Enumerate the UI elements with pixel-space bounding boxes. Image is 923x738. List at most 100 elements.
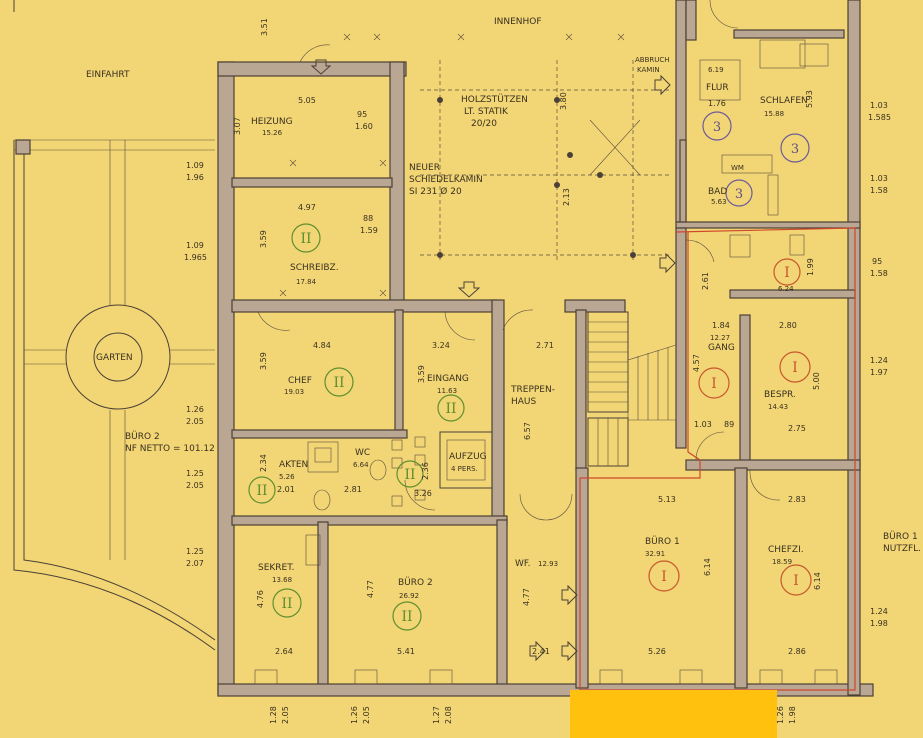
dim-bot-198b: 1.98 bbox=[788, 706, 797, 724]
marker-bad bbox=[725, 179, 753, 207]
marker-sekret-text: II bbox=[281, 596, 292, 612]
dim-88: 88 bbox=[363, 214, 373, 223]
dim-326: 3.26 bbox=[414, 489, 432, 498]
label-lt-statik: LT. STATIK bbox=[464, 107, 509, 117]
dim-bot-127: 1.27 bbox=[432, 706, 441, 724]
dim-380: 3.80 bbox=[559, 92, 568, 110]
label-schiedelkamin: SCHIEDELKAMIN bbox=[409, 175, 483, 185]
dim-457: 4.57 bbox=[692, 354, 701, 372]
dim-497: 4.97 bbox=[298, 203, 316, 212]
label-garten: GARTEN bbox=[96, 353, 133, 363]
room-gang-name: GANG bbox=[708, 343, 735, 353]
room-flur-name: FLUR bbox=[706, 83, 729, 93]
marker-schreibz bbox=[291, 223, 321, 253]
room-wc-area: 6.64 bbox=[353, 461, 369, 469]
dim-505: 5.05 bbox=[298, 96, 316, 105]
marker-buero2 bbox=[392, 601, 422, 631]
dim-right-124b: 1.24 bbox=[870, 607, 888, 616]
dim-614a: 6.14 bbox=[703, 558, 712, 576]
dim-left-207: 2.07 bbox=[186, 559, 204, 568]
label-wm: WM bbox=[731, 164, 744, 172]
room-wc-name: WC bbox=[355, 448, 370, 458]
room-eingang-area: 11.63 bbox=[437, 387, 457, 395]
room-chefzi-name: CHEFZI. bbox=[768, 545, 804, 555]
dim-271: 2.71 bbox=[536, 341, 554, 350]
building-walls bbox=[217, 0, 874, 697]
label-kamin: KAMIN bbox=[637, 66, 660, 74]
label-haus: HAUS bbox=[511, 397, 537, 407]
label-aufzug-pers: 4 PERS. bbox=[451, 465, 478, 473]
room-gang-area: 12.27 bbox=[710, 334, 730, 342]
dim-bot-205a: 2.05 bbox=[281, 706, 290, 724]
marker-buero1-text: I bbox=[661, 569, 667, 585]
dim-left-125a: 1.25 bbox=[186, 469, 204, 478]
dim-234: 2.34 bbox=[259, 454, 268, 472]
room-buero1-area: 32.91 bbox=[645, 550, 665, 558]
room-sekret-area: 13.68 bbox=[272, 576, 292, 584]
dim-right-103a: 1.03 bbox=[870, 101, 888, 110]
bottom-windows bbox=[254, 669, 838, 685]
dim-bot-128: 1.28 bbox=[269, 706, 278, 724]
marker-gang-text: I bbox=[711, 376, 717, 392]
dim-right-124a: 1.24 bbox=[870, 356, 888, 365]
dim-359c: 3.59 bbox=[417, 365, 426, 383]
label-nutzfl: NUTZFL. bbox=[883, 544, 921, 554]
dim-477b: 4.77 bbox=[522, 588, 531, 606]
dim-351: 3.51 bbox=[260, 18, 269, 36]
dim-103: 1.03 bbox=[694, 420, 712, 429]
dim-159: 1.59 bbox=[360, 226, 378, 235]
dim-324: 3.24 bbox=[432, 341, 450, 350]
dim-213: 2.13 bbox=[562, 188, 571, 206]
room-buero2-name: BÜRO 2 bbox=[398, 577, 433, 588]
wc-fixtures bbox=[305, 436, 426, 566]
marker-schlafen-text: 3 bbox=[791, 142, 799, 157]
marker-chefzi bbox=[780, 564, 812, 596]
marker-eingang-text: II bbox=[445, 401, 456, 417]
arrows bbox=[310, 59, 676, 662]
room-flur-area: 6.19 bbox=[708, 66, 724, 74]
marker-flur bbox=[702, 111, 732, 141]
label-neuer: NEUER bbox=[409, 163, 440, 173]
label-stuetz-dim: 20/20 bbox=[471, 119, 497, 129]
dim-526: 5.26 bbox=[648, 647, 666, 656]
dim-281: 2.81 bbox=[344, 485, 362, 494]
column-grid bbox=[420, 60, 670, 260]
dim-bot-126a: 1.26 bbox=[350, 706, 359, 724]
room-akten-area: 5.26 bbox=[279, 473, 295, 481]
dim-left-126: 1.26 bbox=[186, 405, 204, 414]
zone-markers: II II II II II II II I I I I I 3 3 3 bbox=[248, 111, 812, 631]
room-chef-name: CHEF bbox=[288, 376, 312, 386]
dim-241: 2.41 bbox=[532, 647, 550, 656]
label-abbruch: ABBRUCH bbox=[635, 56, 670, 64]
dim-359b: 3.59 bbox=[259, 352, 268, 370]
dim-right-158a: 1.58 bbox=[870, 186, 888, 195]
dim-283: 2.83 bbox=[788, 495, 806, 504]
dim-right-158b: 1.58 bbox=[870, 269, 888, 278]
dim-left-205a: 2.05 bbox=[186, 417, 204, 426]
label-holzstuetzen: HOLZSTÜTZEN bbox=[461, 94, 528, 105]
dim-184: 1.84 bbox=[712, 321, 730, 330]
dim-bot-126b: 1.26 bbox=[776, 706, 785, 724]
room-sekret-name: SEKRET. bbox=[258, 563, 295, 573]
dim-201: 2.01 bbox=[277, 485, 295, 494]
dim-right-1585: 1.585 bbox=[868, 113, 891, 122]
room-small-area: 6.24 bbox=[778, 285, 794, 293]
label-nf-netto: NF NETTO = 101.12 bbox=[125, 444, 215, 454]
dim-right-198a: 1.98 bbox=[870, 619, 888, 628]
dim-right-95: 95 bbox=[872, 257, 882, 266]
elevator bbox=[439, 431, 493, 489]
marker-buero2-text: II bbox=[401, 609, 412, 625]
room-bespr-area: 14.43 bbox=[768, 403, 788, 411]
marker-flur-text: 3 bbox=[713, 120, 721, 135]
marker-wc-text: II bbox=[404, 467, 415, 483]
label-aufzug: AUFZUG bbox=[449, 452, 487, 462]
marker-bad-text: 3 bbox=[735, 187, 743, 202]
garden-outline bbox=[13, 0, 216, 651]
bath-fixtures bbox=[699, 39, 829, 258]
marker-eingang bbox=[437, 394, 465, 422]
dim-left-1965: 1.965 bbox=[184, 253, 207, 262]
room-schreibz-name: SCHREIBZ. bbox=[290, 263, 339, 273]
marker-small-room bbox=[773, 258, 801, 286]
label-treppen: TREPPEN- bbox=[510, 385, 555, 395]
marker-buero1 bbox=[648, 560, 680, 592]
